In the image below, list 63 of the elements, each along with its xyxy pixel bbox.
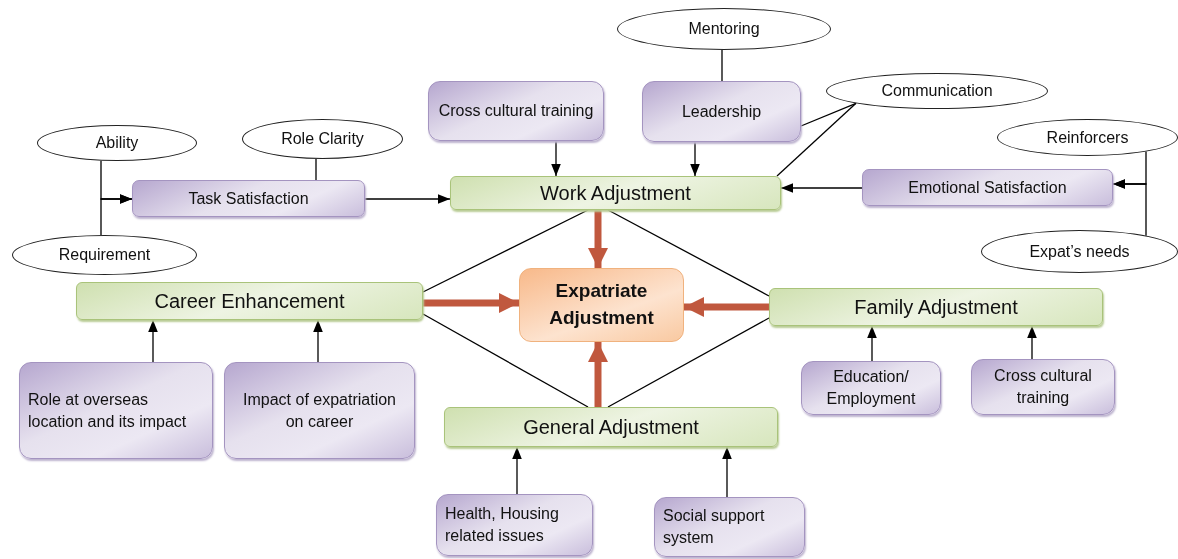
factor-box xyxy=(862,169,1113,206)
connector-line xyxy=(776,102,857,177)
node-label: Impact of expatriation on career xyxy=(242,389,397,432)
node-label: Health, Housing related issues xyxy=(445,504,560,546)
factor-box xyxy=(428,81,604,141)
node-label: Requirement xyxy=(58,246,151,264)
node-label: General Adjustment xyxy=(523,415,699,439)
node-label: Role Clarity xyxy=(281,130,364,148)
arrow xyxy=(512,446,522,495)
node-label: Career Enhancement xyxy=(154,289,345,313)
arrow xyxy=(1027,325,1037,360)
node-label: Communication xyxy=(881,82,993,100)
connector-line xyxy=(721,49,723,82)
adjustment-box xyxy=(76,282,423,320)
factor-box xyxy=(19,362,213,459)
adjustment-box xyxy=(450,176,781,210)
node-label: Cross cultural training xyxy=(993,366,1093,408)
factor-box xyxy=(132,180,365,217)
oval-node xyxy=(981,230,1178,273)
node-label: Family Adjustment xyxy=(854,295,1018,319)
central-box xyxy=(519,268,684,342)
arrow xyxy=(722,446,732,498)
connector-line xyxy=(422,313,589,408)
arrow xyxy=(867,325,877,362)
arrow xyxy=(148,319,158,363)
factor-box xyxy=(971,359,1115,415)
node-label: Cross cultural training xyxy=(438,101,594,122)
node-label: Emotional Satisfaction xyxy=(908,177,1067,198)
factor-box xyxy=(801,361,941,415)
connector-line xyxy=(315,158,317,181)
node-label: Ability xyxy=(95,134,139,152)
node-label: Expatriate Adjustment xyxy=(548,279,655,330)
connector-line xyxy=(422,209,589,293)
arrow xyxy=(690,141,700,177)
node-label: Mentoring xyxy=(688,20,760,38)
node-label: Leadership xyxy=(681,101,762,122)
node-label: Expat’s needs xyxy=(1029,242,1130,261)
block-arrow xyxy=(684,297,769,317)
connector-line xyxy=(607,317,770,408)
arrow xyxy=(780,183,863,193)
node-label: Reinforcers xyxy=(1046,128,1129,147)
factor-box xyxy=(436,494,593,556)
block-arrow xyxy=(588,342,608,407)
adjustment-box xyxy=(769,288,1103,326)
node-label: Task Satisfaction xyxy=(188,188,309,209)
arrow xyxy=(100,194,133,236)
arrow xyxy=(313,319,323,363)
factor-box xyxy=(654,497,805,557)
factor-box xyxy=(224,362,415,459)
node-label: Education/ Employment xyxy=(825,367,917,409)
adjustment-box xyxy=(444,407,778,447)
block-arrow xyxy=(423,293,519,313)
connector-line xyxy=(800,102,857,127)
node-label: Role at overseas location and its impact xyxy=(28,389,188,432)
arrow xyxy=(551,140,561,177)
oval-node xyxy=(997,119,1178,156)
node-label: Work Adjustment xyxy=(540,181,691,205)
factor-box xyxy=(642,81,801,142)
connector-line xyxy=(607,209,770,297)
node-label: Social support system xyxy=(663,506,766,548)
arrow xyxy=(1112,179,1147,237)
arrow xyxy=(364,194,451,204)
block-arrow xyxy=(588,210,608,268)
